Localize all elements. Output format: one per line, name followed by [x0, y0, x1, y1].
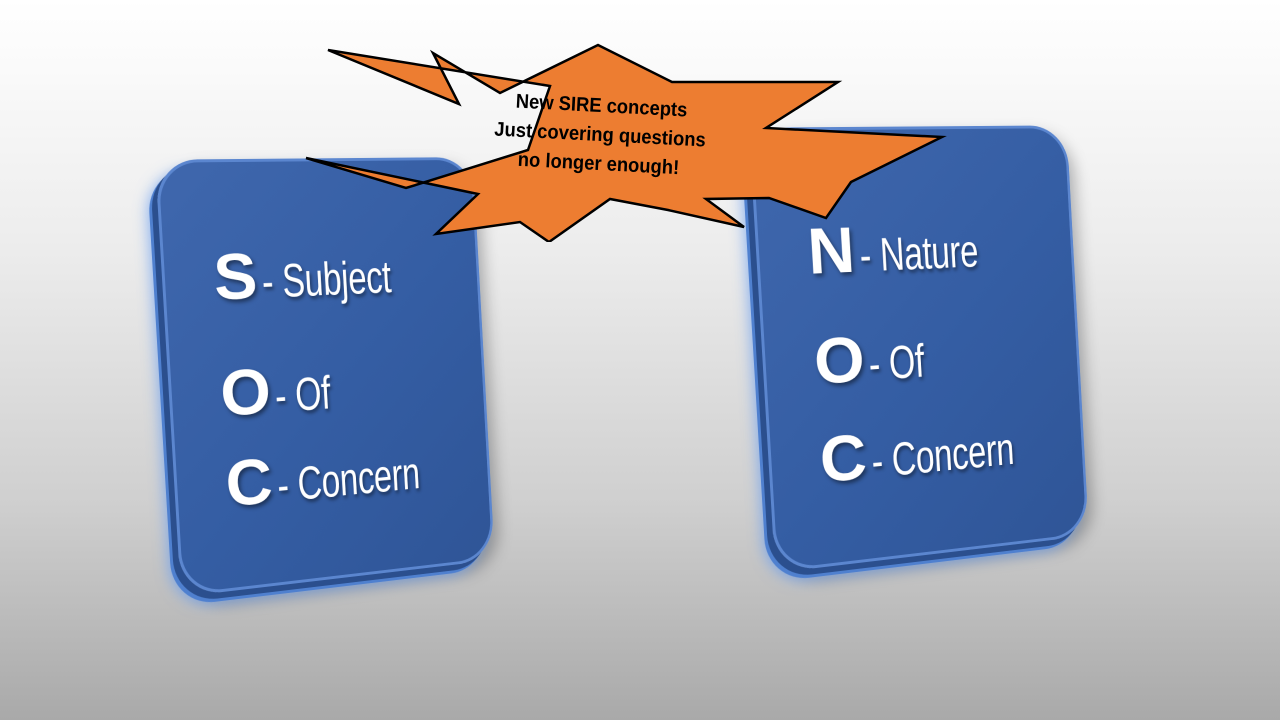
- row-word: - Of: [273, 367, 332, 423]
- starburst-shape: [305, 43, 947, 242]
- row-word: - Of: [867, 336, 926, 391]
- starburst-callout: [305, 43, 947, 242]
- soc-row-subject: S - Subject: [211, 233, 428, 314]
- row-letter: O: [218, 354, 273, 430]
- row-word: - Concern: [869, 424, 1015, 489]
- row-letter: C: [223, 443, 275, 521]
- row-letter: O: [812, 322, 867, 398]
- noc-row-of: O - Of: [812, 317, 941, 399]
- noc-row-concern: C - Concern: [817, 404, 1053, 498]
- row-letter: C: [817, 419, 869, 497]
- row-word: - Concern: [275, 448, 421, 513]
- soc-row-of: O - Of: [218, 349, 347, 431]
- row-word: - Subject: [260, 252, 393, 309]
- row-letter: S: [211, 239, 260, 314]
- soc-row-concern: C - Concern: [223, 428, 459, 521]
